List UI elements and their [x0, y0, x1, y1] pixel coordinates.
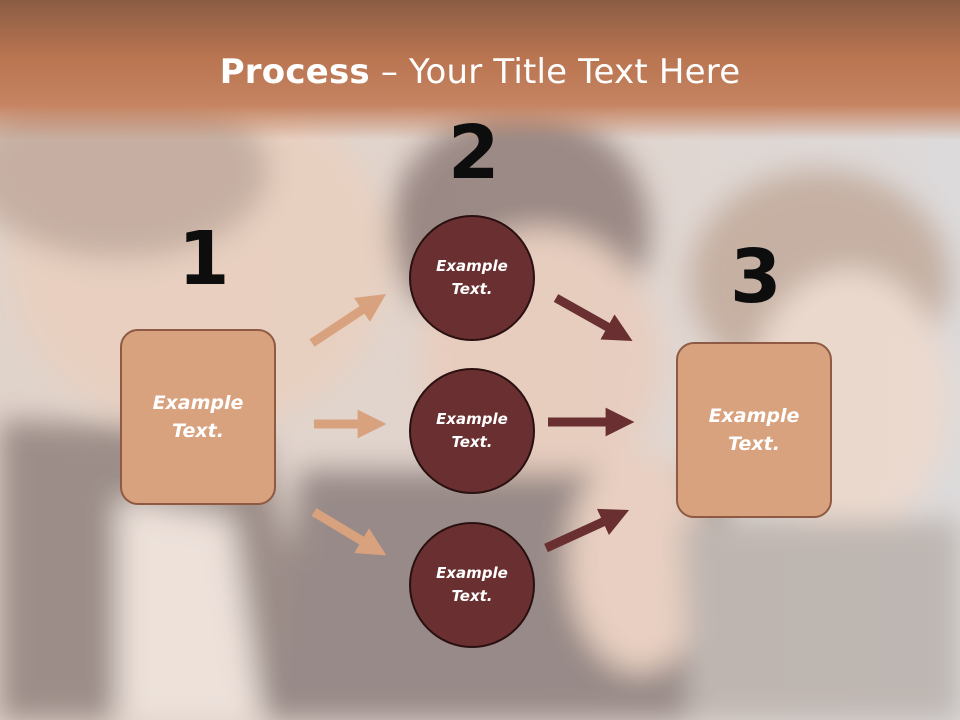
circle-1-line2: Text. — [451, 280, 493, 298]
circle-3-line1: Example — [436, 563, 508, 582]
step-number-1: 1 — [178, 216, 230, 302]
circle-3-line2: Text. — [451, 587, 493, 605]
right-box-line1: Example — [708, 404, 800, 427]
circle-2-line1: Example — [436, 409, 508, 428]
circle-2-line2: Text. — [451, 433, 493, 451]
left-box-line1: Example — [152, 391, 244, 414]
title-rest: – Your Title Text Here — [369, 52, 741, 92]
right-box-line2: Text. — [728, 433, 780, 455]
arrow-1-to-circle-3 — [311, 508, 387, 556]
title-band — [0, 0, 960, 140]
left-box-line2: Text. — [172, 420, 224, 442]
circle-1-line1: Example — [436, 256, 508, 275]
step-number-3: 3 — [730, 234, 782, 320]
slide-title: Process – Your Title Text Here — [0, 52, 960, 92]
title-bold: Process — [219, 52, 370, 92]
arrow-1-to-circle-1 — [309, 294, 387, 347]
step-number-2: 2 — [448, 110, 500, 196]
arrow-circle-1-to-3 — [553, 294, 633, 342]
arrow-circle-3-to-3 — [544, 508, 630, 553]
